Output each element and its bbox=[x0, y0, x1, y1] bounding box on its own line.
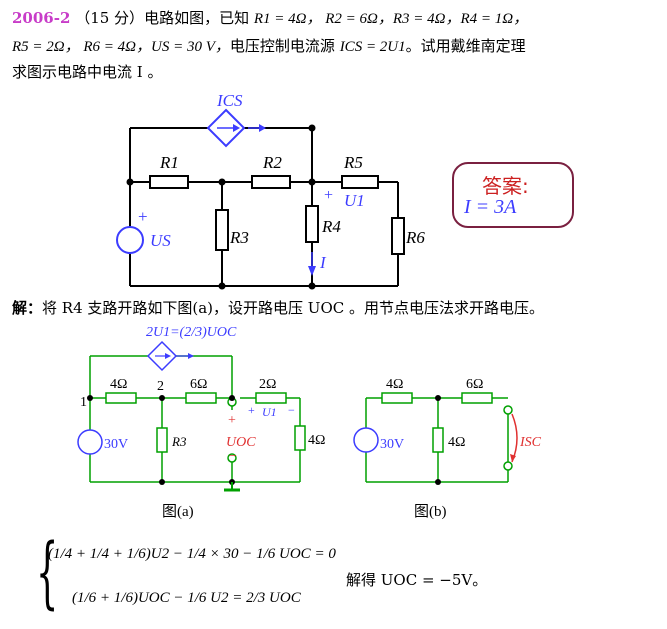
problem-line-1: 2006-2 （15 分）电路如图，已知 R1 = 4Ω， R2 = 6Ω，R3… bbox=[12, 8, 662, 29]
fig-b-caption: 图(b) bbox=[414, 503, 447, 520]
r5-label: R5 bbox=[343, 153, 363, 172]
i-label: I bbox=[319, 253, 327, 272]
fig-a-r6: 6Ω bbox=[190, 377, 207, 392]
problem-id: 2006-2 bbox=[12, 9, 71, 27]
solution-text: 将 R4 支路开路如下图(a)，设开路电压 UOC 。用节点电压法求开路电压。 bbox=[42, 299, 544, 317]
equation-2: (1/6 + 1/6)UOC − 1/6 U2 = 2/3 UOC bbox=[72, 590, 301, 606]
svg-text:+: + bbox=[248, 403, 255, 417]
problem-values-2: R5 = 2Ω， R6 = 4Ω，US = 30 V， bbox=[12, 39, 230, 55]
problem-line-2: R5 = 2Ω， R6 = 4Ω，US = 30 V，电压控制电流源 ICS =… bbox=[12, 36, 662, 57]
svg-text:−: − bbox=[229, 449, 237, 464]
us-label: US bbox=[150, 231, 171, 250]
problem-task: 。试用戴维南定理 bbox=[405, 37, 526, 55]
fig-a-source-symbol bbox=[77, 429, 103, 455]
fig-a-caption: 图(a) bbox=[162, 503, 194, 520]
equation-1: (1/4 + 1/4 + 1/6)U2 − 1/4 × 30 − 1/6 UOC… bbox=[48, 546, 336, 562]
fig-a-source-label: 2U1=(2/3)UOC bbox=[146, 325, 237, 340]
r4-label: R4 bbox=[321, 217, 341, 236]
svg-text:+: + bbox=[228, 413, 236, 428]
u1-label: U1 bbox=[344, 191, 365, 210]
fig-a-vs: 30V bbox=[104, 437, 128, 452]
answer-value: I = 3A bbox=[464, 196, 517, 218]
fig-b-source-symbol bbox=[353, 427, 379, 453]
fig-a-r4: 4Ω bbox=[110, 377, 127, 392]
problem-intro: 电路如图，已知 bbox=[144, 9, 250, 27]
r1-label: R1 bbox=[159, 153, 179, 172]
fig-b-isc: ISC bbox=[519, 435, 542, 450]
figures: 2U1=(2/3)UOC 4Ω 6Ω 2Ω 4Ω 1 2 30V R3 + UO… bbox=[77, 325, 542, 520]
ics-label: ICS bbox=[216, 91, 243, 110]
problem-points: （15 分） bbox=[75, 9, 145, 27]
problem-source-text: 电压控制电流源 bbox=[229, 37, 335, 55]
fig-a-r4b: 4Ω bbox=[308, 433, 325, 448]
r2-label: R2 bbox=[262, 153, 282, 172]
fig-b-r4: 4Ω bbox=[386, 377, 403, 392]
fig-a-u1: U1 bbox=[262, 405, 277, 419]
fig-a-r2: 2Ω bbox=[259, 377, 276, 392]
solution-prefix: 解： bbox=[12, 299, 43, 317]
fig-a-r3: R3 bbox=[171, 434, 187, 449]
u1-plus: + bbox=[324, 187, 333, 204]
answer-box: 答案: I = 3A bbox=[452, 162, 574, 228]
equation-result: 解得 UOC = −5V。 bbox=[346, 571, 488, 589]
main-circuit: ICS R1 R2 R5 R3 R4 R6 US + + U1 I bbox=[116, 91, 425, 290]
r6-label: R6 bbox=[405, 228, 425, 247]
fig-a-uoc: UOC bbox=[226, 435, 256, 450]
problem-source-eq: ICS = 2U1 bbox=[339, 39, 406, 55]
fig-a-node-1: 1 bbox=[80, 395, 87, 410]
fig-a-node-2: 2 bbox=[157, 379, 164, 394]
answer-label: 答案: bbox=[482, 174, 529, 198]
svg-text:−: − bbox=[288, 403, 295, 417]
fig-b-vs: 30V bbox=[380, 437, 404, 452]
fig-b-r6: 6Ω bbox=[466, 377, 483, 392]
equation-brace: { bbox=[36, 528, 59, 618]
solution-line: 解：将 R4 支路开路如下图(a)，设开路电压 UOC 。用节点电压法求开路电压… bbox=[12, 298, 544, 318]
us-plus: + bbox=[138, 207, 148, 226]
us-source-symbol bbox=[116, 226, 144, 254]
r3-label: R3 bbox=[229, 228, 249, 247]
fig-b-r4b: 4Ω bbox=[448, 435, 465, 450]
problem-line-3: 求图示电路中电流 I 。 bbox=[12, 63, 163, 81]
problem-values-1: R1 = 4Ω， R2 = 6Ω，R3 = 4Ω，R4 = 1Ω， bbox=[253, 11, 529, 27]
